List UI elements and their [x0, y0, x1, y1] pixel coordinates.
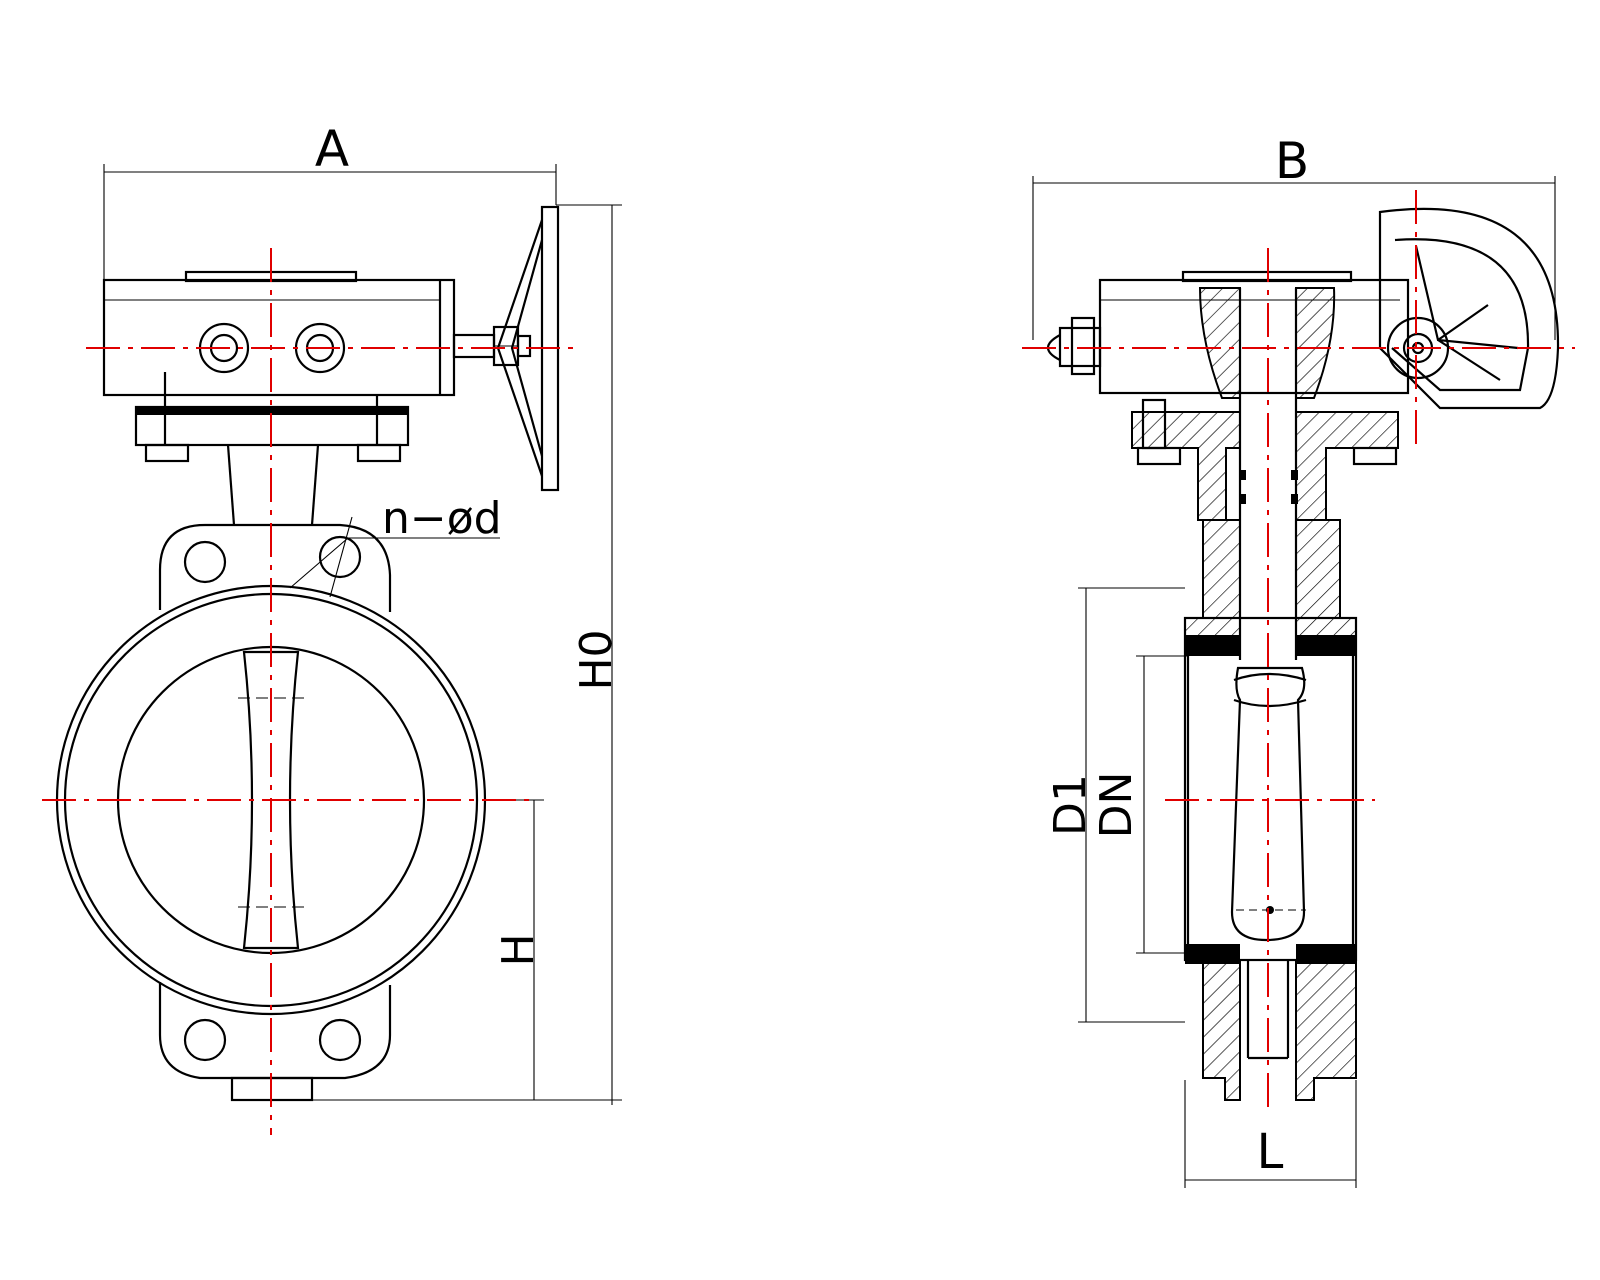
- dimension-b: B: [1032, 132, 1556, 340]
- side-centerlines: [1022, 190, 1575, 1115]
- valve-neck: [226, 444, 320, 526]
- label-l: L: [1257, 1124, 1284, 1180]
- front-view: A: [42, 120, 622, 1135]
- side-gearbox: [1046, 207, 1560, 410]
- dimension-a: A: [103, 120, 557, 280]
- worm-gear-icon: [1378, 207, 1560, 410]
- label-h: H: [493, 933, 544, 966]
- dimension-h0: H0: [312, 204, 622, 1105]
- lug-hole-icon: [183, 1018, 227, 1062]
- mounting-flange: [134, 372, 410, 463]
- valve-disc: [242, 650, 300, 950]
- disc-section: [1230, 666, 1306, 942]
- side-view: B: [1022, 132, 1575, 1188]
- lug-hole-icon: [318, 535, 362, 579]
- dimension-dn: DN: [1091, 655, 1188, 954]
- label-h0: H0: [571, 629, 622, 690]
- side-body-section: [1131, 398, 1399, 1101]
- lug-hole-icon: [318, 1018, 362, 1062]
- hole-callout: n−ød: [289, 493, 502, 598]
- front-centerlines: [42, 248, 580, 1135]
- dimension-h: H: [486, 799, 544, 1100]
- label-b: B: [1275, 132, 1309, 190]
- stem-and-disc: [1230, 288, 1307, 1060]
- label-d1: D1: [1045, 774, 1096, 836]
- dimension-l: L: [1184, 1080, 1357, 1188]
- label-dn: DN: [1091, 772, 1142, 839]
- label-n-d: n−ød: [382, 493, 502, 544]
- dimension-d1: D1: [1045, 587, 1185, 1023]
- lug-hole-icon: [183, 540, 227, 584]
- label-a: A: [315, 120, 349, 178]
